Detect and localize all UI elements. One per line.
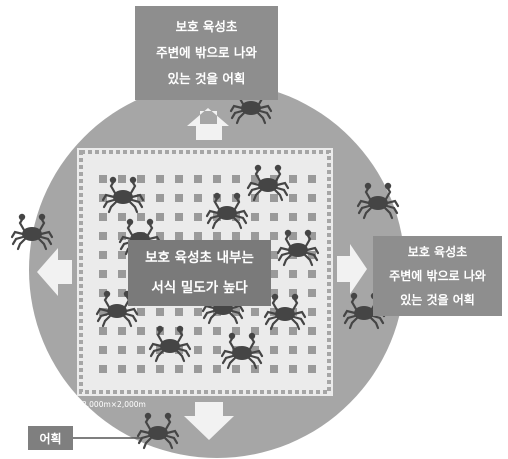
label-right-line3: 있는 것을 어획: [400, 293, 475, 307]
label-top-line3: 있는 것을 어획: [167, 71, 246, 86]
arrow-right-icon: [337, 244, 367, 294]
label-right-line2: 주변에 밖으로 나와: [389, 269, 486, 283]
arrow-down-icon: [184, 402, 234, 440]
label-right-line1: 보호 육성초: [407, 245, 468, 259]
label-center-line2: 서식 밀도가 높다: [151, 280, 248, 296]
label-center-line1: 보호 육성초 내부는: [145, 250, 254, 266]
high-density-label: 보호 육성초 내부는 서식 밀도가 높다: [128, 240, 271, 306]
catch-outside-label-top: 보호 육성초 주변에 밖으로 나와 있는 것을 어획: [135, 6, 278, 100]
arrow-left-icon: [37, 248, 72, 296]
scale-label: 2,000m×2,000m: [82, 400, 146, 409]
label-top-line1: 보호 육성초: [175, 19, 238, 34]
catch-outside-label-right: 보호 육성초 주변에 밖으로 나와 있는 것을 어획: [373, 236, 502, 316]
arrow-up-icon: [187, 108, 229, 126]
catch-legend-box: 어획: [28, 426, 73, 450]
arrow-up-body: [196, 124, 222, 140]
label-top-line2: 주변에 밖으로 나와: [156, 45, 257, 60]
